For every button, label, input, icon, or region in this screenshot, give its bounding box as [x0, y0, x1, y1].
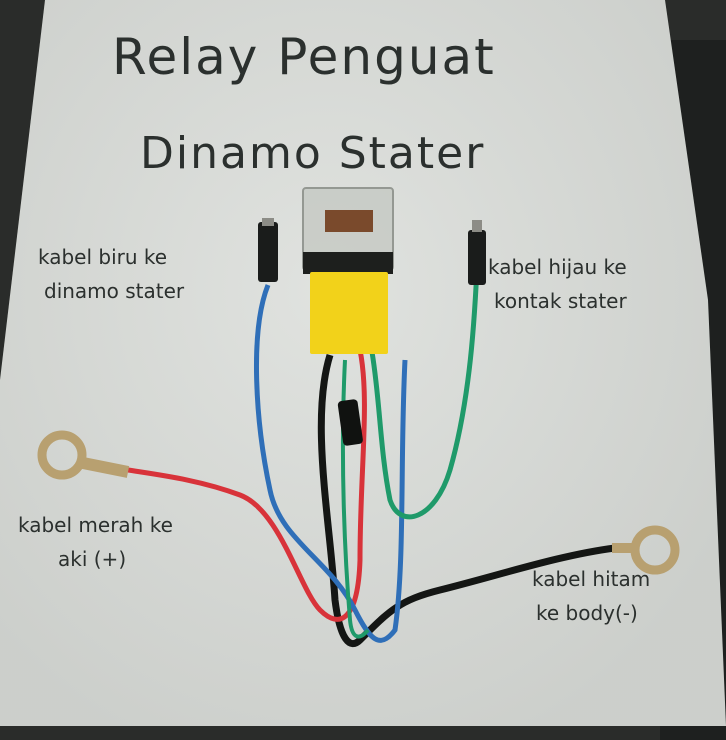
label-red-line1: kabel merah ke — [18, 513, 173, 537]
label-black-line2: ke body(-) — [536, 601, 638, 625]
relay-base — [303, 252, 393, 274]
label-black-wire: kabel hitam ke body(-) — [532, 562, 650, 630]
label-green-line2: kontak stater — [494, 289, 627, 313]
label-black-line1: kabel hitam — [532, 567, 651, 591]
label-green-wire: kabel hijau ke kontak stater — [488, 250, 627, 318]
red-wire — [127, 349, 367, 622]
relay-coil — [325, 210, 373, 232]
blue-connector-tip — [262, 218, 274, 226]
relay-yellow-housing — [310, 272, 388, 354]
label-blue-line2: dinamo stater — [44, 279, 185, 303]
label-red-line2: aki (+) — [58, 547, 127, 571]
label-blue-line1: kabel biru ke — [38, 245, 168, 269]
green-wire — [369, 244, 481, 520]
heat-shrink-sleeve — [337, 399, 363, 446]
label-blue-wire: kabel biru ke dinamo stater — [38, 240, 184, 308]
red-ring-terminal — [37, 430, 87, 480]
title-line-2: Dinamo Stater — [140, 128, 486, 179]
blue-wire — [254, 284, 408, 643]
title-line-1: Relay Penguat — [112, 28, 496, 86]
red-terminal-crimp — [76, 456, 130, 478]
label-green-line1: kabel hijau ke — [488, 255, 627, 279]
black-wire — [317, 353, 616, 648]
green-connector — [468, 230, 486, 285]
black-ring-terminal — [630, 525, 680, 575]
label-red-wire: kabel merah ke aki (+) — [18, 508, 173, 576]
blue-connector — [258, 222, 278, 282]
green-connector-tip — [472, 220, 482, 232]
